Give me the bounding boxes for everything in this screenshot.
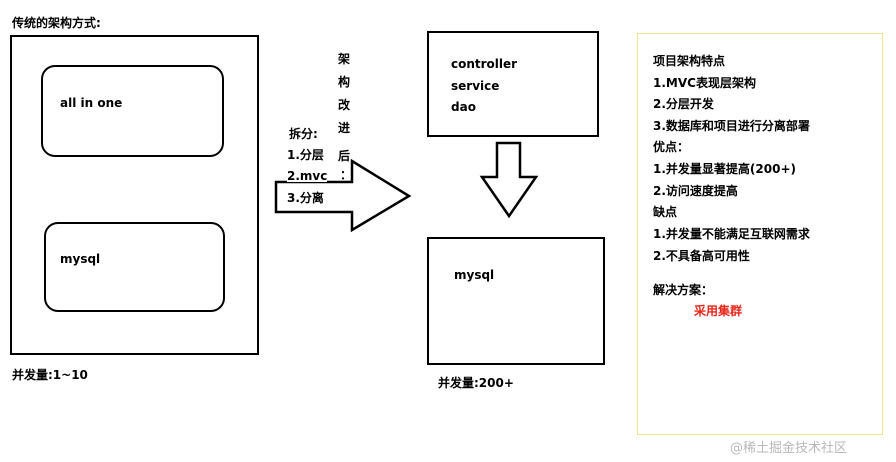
features-panel [637, 33, 883, 435]
vertical-char: 构 [338, 75, 351, 89]
split-title: 拆分: [289, 127, 318, 141]
vertical-char: 架 [338, 52, 351, 66]
vertical-char: 改 [338, 98, 351, 112]
right-concurrency: 并发量:200+ [438, 376, 514, 390]
feature-line: 缺点 [653, 205, 678, 219]
down-arrow-icon [479, 141, 539, 219]
feature-line: 1.并发量显著提高(200+) [653, 162, 796, 176]
feature-line: 1.MVC表现层架构 [653, 76, 756, 90]
vertical-char: 进 [338, 121, 351, 135]
layer-dao: dao [451, 100, 476, 114]
mysql-label-right: mysql [454, 268, 495, 282]
layer-controller: controller [451, 57, 518, 71]
split-item: 1.分层 [287, 148, 324, 162]
split-item: 2.mvc [287, 169, 328, 183]
left-title: 传统的架构方式: [12, 16, 101, 30]
feature-line: 2.访问速度提高 [653, 184, 738, 198]
app-layers-box [427, 31, 599, 137]
left-concurrency: 并发量:1~10 [12, 368, 88, 382]
layer-service: service [451, 79, 500, 93]
all-in-one-box [41, 65, 224, 157]
feature-line: 1.并发量不能满足互联网需求 [653, 227, 810, 241]
mysql-box-left [44, 222, 225, 312]
solution-title: 解决方案： [653, 283, 714, 297]
vertical-label: 架 构 改 进 后 ： [338, 53, 354, 183]
mysql-label-left: mysql [60, 252, 101, 266]
feature-line: 3.数据库和项目进行分离部署 [653, 119, 810, 133]
all-in-one-label: all in one [60, 96, 123, 110]
mysql-box-right [427, 237, 605, 365]
feature-line: 2.分层开发 [653, 97, 714, 111]
split-item: 3.分离 [287, 191, 324, 205]
feature-line: 2.不具备高可用性 [653, 249, 750, 263]
watermark: @稀土掘金技术社区 [730, 441, 848, 456]
right-arrow-icon [274, 158, 412, 233]
feature-line: 优点： [653, 140, 690, 154]
solution-text: 采用集群 [694, 304, 743, 318]
vertical-char: 后 [338, 149, 351, 163]
vertical-char: ： [340, 168, 353, 182]
features-title: 项目架构特点 [653, 54, 726, 68]
